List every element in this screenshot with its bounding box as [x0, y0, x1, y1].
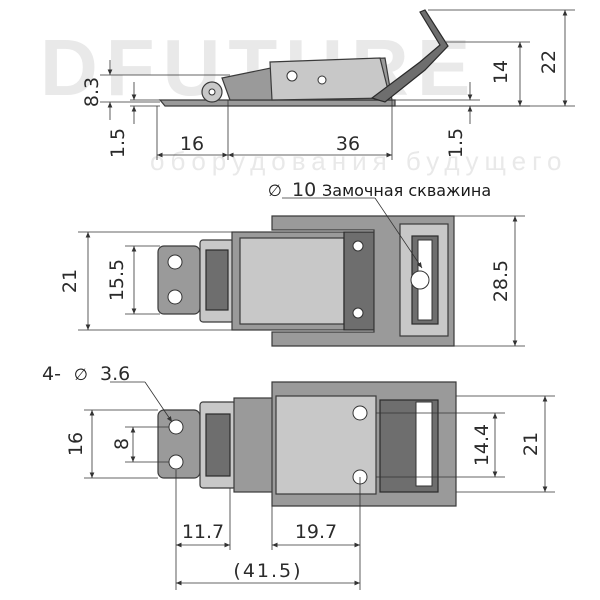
bottom-view-drawing — [157, 381, 457, 507]
dim-28-5: 28.5 — [490, 260, 512, 302]
keyhole-diameter-symbol: ∅ — [268, 181, 282, 200]
keyhole-label: Замочная скважина — [322, 181, 491, 200]
side-view-drawing — [158, 9, 449, 107]
side-view-labels: 8.3 1.5 16 36 1.5 14 22 — [81, 50, 560, 158]
dim-41-5: (41.5) — [233, 560, 302, 582]
dim-11-7: 11.7 — [182, 521, 224, 543]
dim-16-bottom: 16 — [65, 432, 87, 456]
dim-36: 36 — [336, 133, 360, 155]
keyhole-diameter: 10 — [292, 179, 316, 201]
holes-diameter-symbol: ∅ — [74, 365, 88, 384]
holes-diameter: 3.6 — [100, 363, 130, 385]
dim-16-side: 16 — [180, 133, 204, 155]
holes-count: 4- — [42, 363, 61, 385]
top-view-labels: ∅ 10 Замочная скважина 21 15.5 28.5 — [59, 179, 512, 302]
dim-1-5-right: 1.5 — [445, 128, 467, 158]
bottom-view-labels: 4- ∅ 3.6 16 8 14.4 21 11.7 19.7 (41.5) — [42, 363, 542, 582]
dim-22: 22 — [538, 50, 560, 74]
dim-14: 14 — [490, 60, 512, 84]
side-view-dimensions — [100, 9, 575, 160]
dim-8-3: 8.3 — [81, 77, 103, 107]
top-view-drawing — [157, 215, 455, 347]
watermark-tagline: оборудования будущего — [150, 146, 567, 176]
bottom-view-dimensions — [84, 381, 555, 590]
dim-14-4: 14.4 — [471, 424, 493, 466]
dim-8: 8 — [111, 438, 133, 450]
dim-15-5: 15.5 — [106, 259, 128, 301]
dim-1-5-left: 1.5 — [107, 128, 129, 158]
top-view-dimensions — [78, 197, 525, 347]
dim-19-7: 19.7 — [295, 521, 337, 543]
dim-21-bottom: 21 — [520, 432, 542, 456]
dim-21-top: 21 — [59, 269, 81, 293]
